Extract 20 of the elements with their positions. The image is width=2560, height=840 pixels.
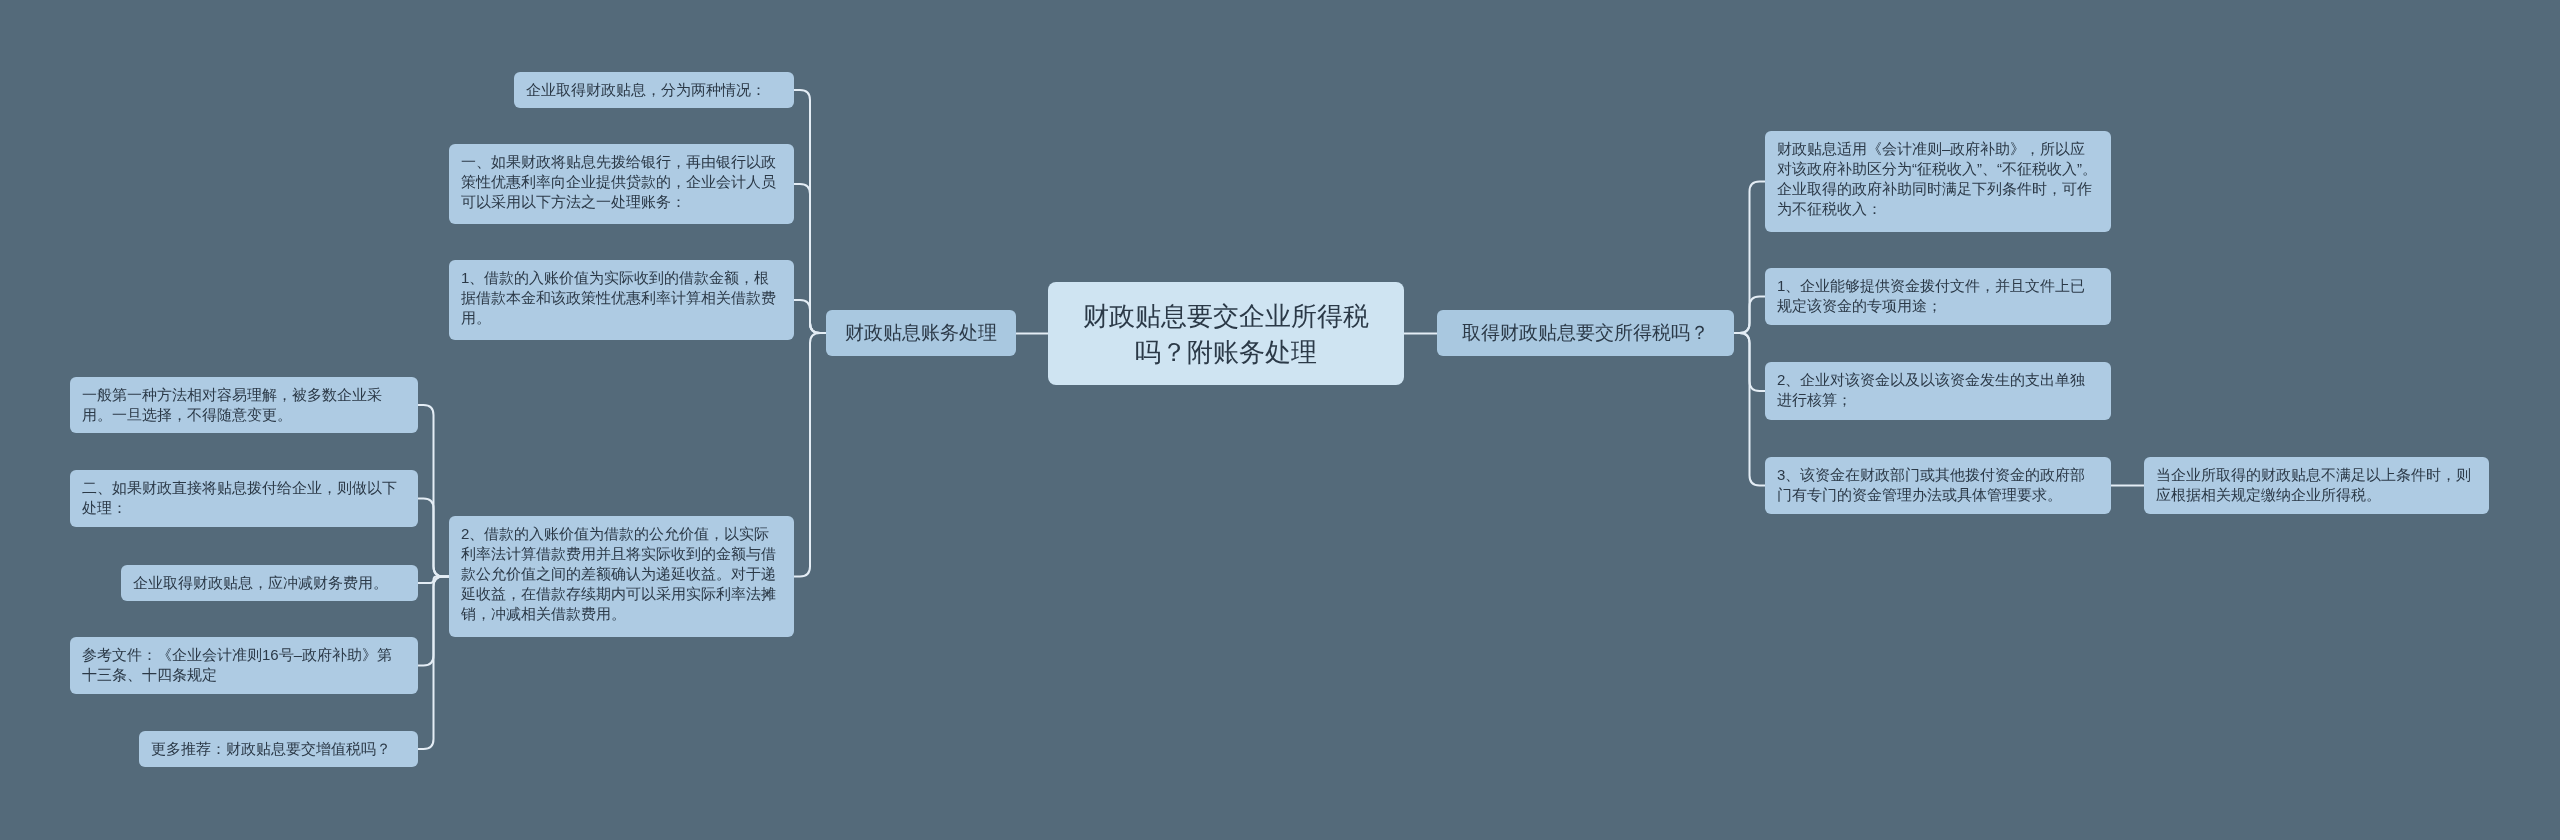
note-box: 企业取得财政贴息，应冲减财务费用。 xyxy=(121,565,418,601)
topic-box: 财政贴息要交企业所得税吗？附账务处理 xyxy=(1048,282,1404,385)
connector-line xyxy=(1403,332,1438,335)
note-box: 参考文件：《企业会计准则16号–政府补助》第十三条、十四条规定 xyxy=(70,637,418,694)
note-box: 更多推荐：财政贴息要交增值税吗？ xyxy=(139,731,418,767)
note-box: 2、企业对该资金以及以该资金发生的支出单独进行核算； xyxy=(1765,362,2111,420)
note-box: 财政贴息适用《会计准则–政府补助》，所以应对该政府补助区分为“征税收入”、“不征税收入”。企业取得的政府补助同时满足下列条件时，可作为不征税收入： xyxy=(1765,131,2111,232)
note-box: 1、企业能够提供资金拨付文件，并且文件上已规定该资金的专项用途； xyxy=(1765,268,2111,325)
note-box: 当企业所取得的财政贴息不满足以上条件时，则应根据相关规定缴纳企业所得税。 xyxy=(2144,457,2489,514)
note-box: 二、如果财政直接将贴息拨付给企业，则做以下处理： xyxy=(70,470,418,527)
note-box: 企业取得财政贴息，分为两种情况： xyxy=(514,72,794,108)
note-box: 一般第一种方法相对容易理解，被多数企业采用。一旦选择，不得随意变更。 xyxy=(70,377,418,433)
note-box: 1、借款的入账价值为实际收到的借款金额，根据借款本金和该政策性优惠利率计算相关借款费用。 xyxy=(449,260,794,340)
branch-box: 取得财政贴息要交所得税吗？ xyxy=(1437,310,1734,356)
note-box: 3、该资金在财政部门或其他拨付资金的政府部门有专门的资金管理办法或具体管理要求。 xyxy=(1765,457,2111,514)
connector-line xyxy=(2110,484,2145,487)
branch-box: 财政贴息账务处理 xyxy=(826,310,1016,356)
connector-line xyxy=(1015,332,1049,335)
note-box: 一、如果财政将贴息先拨给银行，再由银行以政策性优惠利率向企业提供贷款的，企业会计人员可以采用以下方法之一处理账务： xyxy=(449,144,794,224)
note-box: 2、借款的入账价值为借款的公允价值，以实际利率法计算借款费用并且将实际收到的金额与借款公允价值之间的差额确认为递延收益。对于递延收益，在借款存续期内可以采用实际利率法摊销，冲减相关借款费用。 xyxy=(449,516,794,637)
